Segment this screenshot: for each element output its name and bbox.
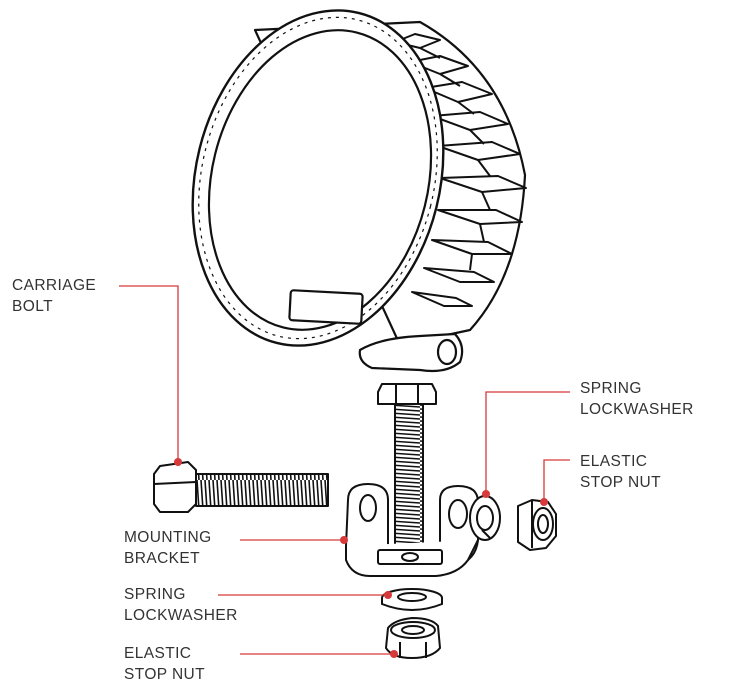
label-spring-lockwasher-bottom: SPRING LOCKWASHER [124, 584, 238, 626]
label-carriage-bolt: CARRIAGE BOLT [12, 275, 96, 317]
label-elastic-stop-nut-right-line2: STOP NUT [580, 474, 662, 491]
leader-carriage-bolt [119, 285, 179, 460]
spring-lockwasher-bottom [381, 588, 443, 611]
cooling-fins [394, 33, 527, 307]
carriage-bolt [153, 461, 329, 513]
leader-elastic-stop-nut-right [543, 459, 570, 500]
label-elastic-stop-nut-right: ELASTIC STOP NUT [580, 451, 661, 493]
mounting-bracket [345, 483, 479, 577]
label-elastic-stop-nut-bottom: ELASTIC STOP NUT [124, 643, 205, 685]
mounting-foot [358, 332, 464, 373]
label-elastic-stop-nut-bottom-line1: ELASTIC [124, 645, 192, 662]
vertical-bolt-head [377, 383, 437, 405]
leader-spring-lockwasher-right [485, 391, 570, 494]
leader-dots [174, 458, 548, 658]
work-light-housing [191, 9, 527, 373]
front-lens [207, 29, 433, 331]
vertical-bolt [377, 383, 437, 555]
label-spring-lockwasher-right-line2: LOCKWASHER [580, 401, 694, 418]
label-mounting-bracket-line2: BRACKET [124, 550, 201, 567]
spring-lockwasher-right [469, 495, 501, 541]
carriage-bolt-shaft [195, 473, 329, 507]
label-spring-lockwasher-right-line1: SPRING [580, 380, 642, 397]
label-plate [288, 289, 364, 325]
elastic-stop-nut-bottom [385, 617, 441, 659]
label-carriage-bolt-line2: BOLT [12, 298, 53, 315]
carriage-bolt-head [153, 461, 197, 513]
label-elastic-stop-nut-bottom-line2: STOP NUT [124, 666, 206, 683]
elastic-stop-nut-right [517, 499, 557, 551]
label-mounting-bracket-line1: MOUNTING [124, 529, 212, 546]
label-spring-lockwasher-bottom-line2: LOCKWASHER [124, 607, 238, 624]
leader-lines [119, 285, 570, 655]
label-carriage-bolt-line1: CARRIAGE [12, 277, 97, 294]
label-spring-lockwasher-bottom-line1: SPRING [124, 586, 186, 603]
vertical-bolt-shaft [394, 403, 424, 555]
label-spring-lockwasher-right: SPRING LOCKWASHER [580, 378, 694, 420]
label-elastic-stop-nut-right-line1: ELASTIC [580, 453, 648, 470]
label-mounting-bracket: MOUNTING BRACKET [124, 527, 212, 569]
